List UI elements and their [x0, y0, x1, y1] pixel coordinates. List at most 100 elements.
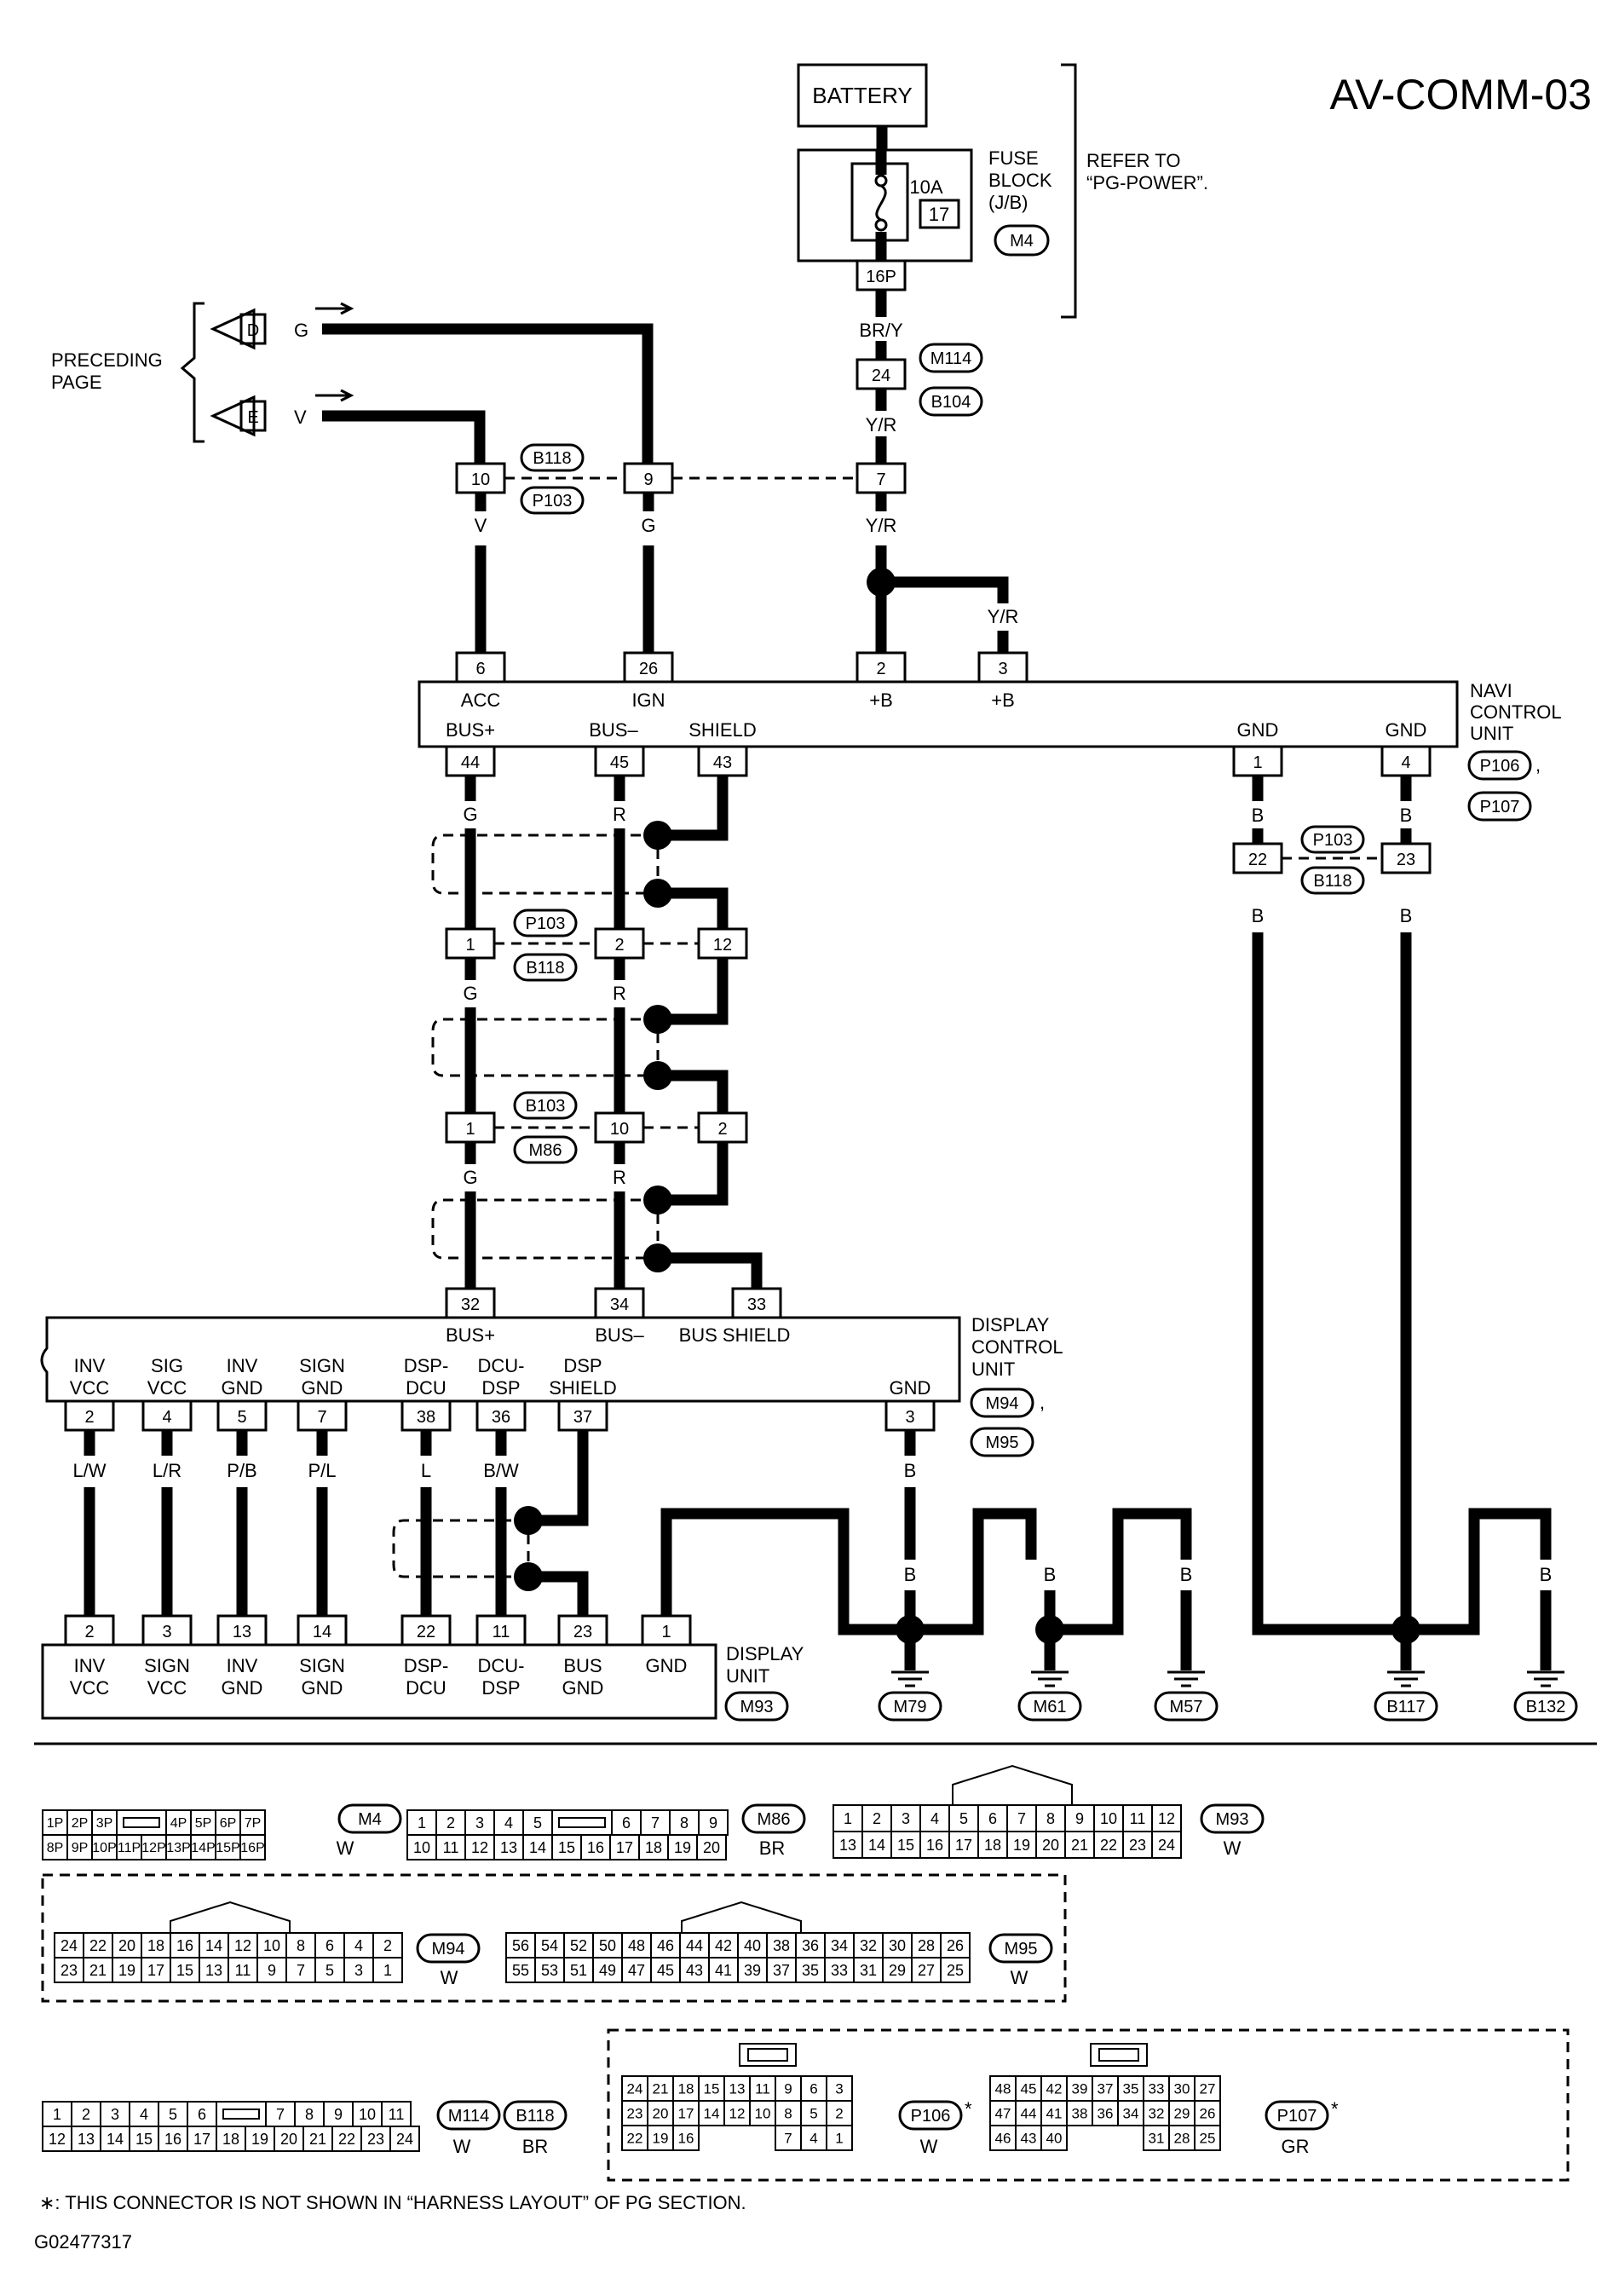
fuse-number-box	[919, 199, 960, 229]
connector-pin-number: 4	[354, 1937, 363, 1954]
connector-pin-number: 6	[326, 1937, 334, 1954]
navi-pin-4: 4	[1401, 753, 1410, 772]
connector-pin-number: 20	[280, 2131, 297, 2148]
navi-label-gnd2: GND	[1386, 719, 1427, 741]
connector-id-tag	[337, 1803, 402, 1834]
connector-pin-number: 36	[802, 1937, 819, 1954]
conn-tag-p107-text: P107	[1480, 798, 1520, 816]
connector-cavity	[464, 1834, 495, 1860]
connector-pin-number: 10P	[92, 1841, 116, 1855]
connector-pin-number: 15	[897, 1837, 914, 1854]
connector-color: W	[1011, 1967, 1028, 1988]
conn-tag-b104	[919, 386, 983, 417]
connector-cavity	[464, 1809, 495, 1836]
connector-pin-number: 32	[1149, 2105, 1165, 2121]
conn-tag-b103-i2-text: B103	[526, 1097, 566, 1116]
connector-id-tag	[898, 2100, 963, 2131]
navi-top-pin-26: 26 IGN	[623, 651, 674, 711]
conn-tag-m114	[919, 343, 983, 373]
fuse-label-1: FUSE	[988, 147, 1039, 169]
connector-pin-number: 5	[810, 2105, 817, 2121]
connector-pin-number: 6	[988, 1810, 997, 1827]
connector-pin-number: 22	[627, 2130, 643, 2146]
connector-pin-number: 8	[305, 2106, 314, 2123]
connector-pin-number: 2P	[72, 1816, 89, 1831]
connector-pin-number: 22	[1100, 1837, 1117, 1854]
dcu-name-3: UNIT	[971, 1359, 1015, 1380]
connector-pin-number: 5	[169, 2106, 177, 2123]
connector-id-tag	[416, 1933, 481, 1964]
display-unit-pins: 2 3 13 14 22 11 23 1 INV VCC SIGN VCC IN…	[64, 1614, 692, 1699]
connector-cavity	[323, 2101, 354, 2127]
dcu-label-busshield: BUS SHIELD	[679, 1324, 791, 1346]
wire-color-b-m57b: B	[1180, 1564, 1193, 1585]
connector-key	[123, 1817, 160, 1828]
connector-cavity	[853, 1957, 884, 1983]
conn-tag-p103-i1-text: P103	[526, 914, 566, 933]
connector-key-slot	[747, 2048, 788, 2062]
connector-pin-number: 2	[835, 2105, 843, 2121]
ground-b117: B117	[1374, 1670, 1438, 1722]
display-unit	[41, 1643, 717, 1720]
wire-color-pb: P/B	[227, 1460, 256, 1481]
connector-cavity	[1092, 2100, 1119, 2126]
wire-color-r-bus3: R	[613, 1167, 626, 1188]
connector-pin-number: 13	[839, 1837, 856, 1854]
connector-pin-number: 41	[715, 1962, 732, 1979]
navi-label-busm: BUS–	[589, 719, 638, 741]
ground-b132: B132	[1513, 1670, 1578, 1722]
connector-pin-number: 9P	[72, 1841, 89, 1855]
connector-cavity	[294, 2101, 325, 2127]
connector-pin-number: 54	[541, 1937, 558, 1954]
connector-pin-number: 12	[1158, 1810, 1175, 1827]
connector-pin-number: 9	[334, 2106, 343, 2123]
connector-cavity	[331, 2126, 362, 2152]
connector-pin-number: 4P	[170, 1816, 187, 1831]
connector-pin-number: 20	[703, 1839, 720, 1856]
dcu-bpin-3-text: 3	[905, 1408, 914, 1427]
wire-color-lr: L/R	[153, 1460, 181, 1481]
du-l-4b: GND	[302, 1677, 343, 1699]
connector-pin-number: 11	[443, 1839, 459, 1856]
wire-display-gnd	[660, 1508, 910, 1635]
connector-cavity	[302, 2126, 333, 2152]
connector-pin-number: 19	[251, 2131, 268, 2148]
conn-top-10-pin: 10	[471, 470, 490, 489]
connector-pin-number: 13	[78, 2131, 95, 2148]
wire-color-b-m61b: B	[1044, 1564, 1057, 1585]
dcu-bl-1a: INV	[74, 1355, 106, 1376]
dcu-pin-34-text: 34	[610, 1295, 629, 1314]
connector-cavity	[493, 1834, 524, 1860]
navi-pin-44: 44	[461, 753, 480, 772]
connector-pin-number: 35	[1123, 2080, 1139, 2097]
connector-pin-number: 5	[326, 1962, 334, 1979]
connector-pin-number: 14P	[191, 1841, 215, 1855]
connector-cavity	[91, 1809, 118, 1836]
figure-code: G02477317	[34, 2231, 132, 2253]
dcu-pin-32	[445, 1287, 496, 1319]
du-pin-2	[64, 1614, 115, 1647]
ground-m79-label: M79	[894, 1698, 927, 1716]
connector-cavity	[372, 1932, 403, 1959]
arrow-d-pointer	[315, 302, 354, 315]
connector-key-slot	[1098, 2048, 1139, 2062]
connector-pin-number: 43	[686, 1962, 703, 1979]
connector-cavity	[372, 1957, 403, 1983]
connector-pin-number: 9	[268, 1962, 276, 1979]
connector-pin-number: 18	[147, 1937, 164, 1954]
connector-pin-number: 1	[53, 2106, 61, 2123]
connector-key	[558, 1817, 606, 1828]
connector-cavity	[940, 1957, 971, 1983]
dcu-bpin-2-text: 2	[84, 1408, 94, 1427]
dcu-pin-32-text: 32	[461, 1295, 480, 1314]
wire-color-b-navi2: B	[1400, 805, 1413, 826]
navi-top-pin-3: 3 +B	[977, 651, 1028, 711]
connector-pin-number: 21	[653, 2080, 669, 2097]
connector-24-pin: 24	[872, 366, 890, 385]
connector-pin-number: 45	[1021, 2080, 1037, 2097]
connector-cavity	[977, 1804, 1008, 1832]
wire-color-b-m57a: B	[1112, 1564, 1125, 1585]
connector-pin-number: 28	[918, 1937, 935, 1954]
